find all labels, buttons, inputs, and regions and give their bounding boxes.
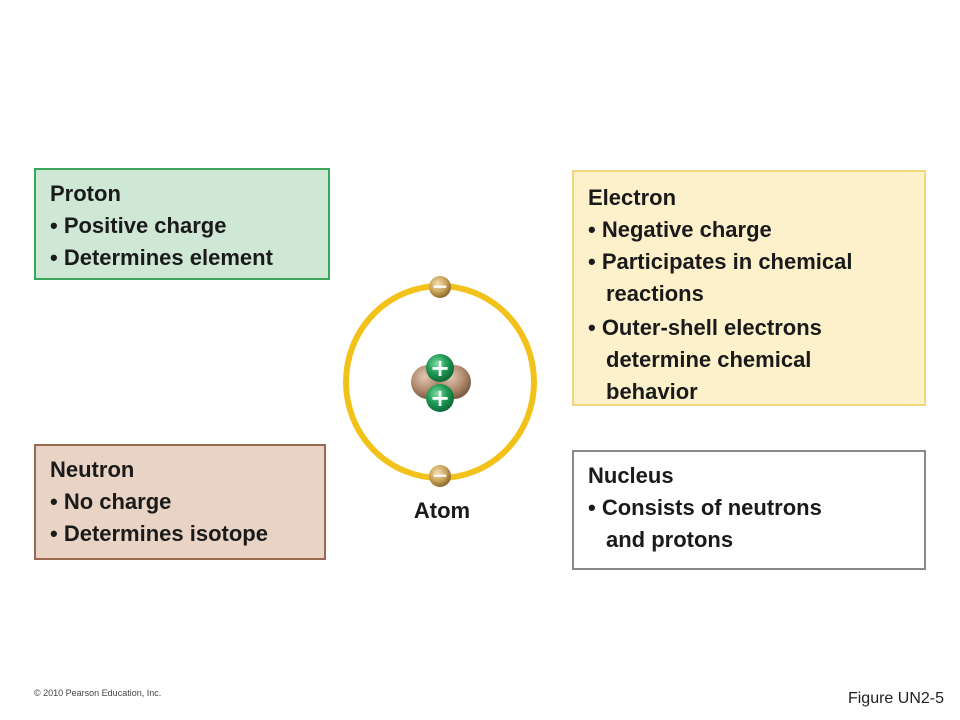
- electron-symbol-bottom: −: [432, 463, 449, 487]
- electron-symbol-top: −: [432, 274, 449, 298]
- electron-item-3-cont-2: behavior: [606, 379, 698, 404]
- electron-particle-bottom: [429, 465, 451, 487]
- neutron-box: Neutron • No charge • Determines isotope: [34, 444, 326, 560]
- copyright-notice: © 2010 Pearson Education, Inc.: [34, 688, 162, 698]
- atom-illustration: + + − −: [343, 274, 537, 487]
- atom-label: Atom: [413, 498, 471, 523]
- proton-item-1: • Positive charge: [50, 213, 227, 238]
- electron-item-2-cont: reactions: [606, 281, 704, 306]
- electron-item-1: • Negative charge: [588, 217, 772, 242]
- nucleus-box: Nucleus • Consists of neutrons and proto…: [572, 450, 926, 570]
- electron-item-3: • Outer-shell electrons: [588, 315, 822, 340]
- electron-title: Electron: [588, 185, 677, 210]
- nucleus-title: Nucleus: [588, 463, 674, 488]
- neutron-title: Neutron: [50, 457, 135, 482]
- figure-label: Figure UN2-5: [847, 690, 944, 707]
- proton-item-2: • Determines element: [50, 245, 273, 270]
- proton-box: Proton • Positive charge • Determines el…: [34, 168, 330, 280]
- proton-title: Proton: [50, 181, 121, 206]
- electron-item-3-cont-1: determine chemical: [606, 347, 812, 372]
- proton-symbol-bottom: +: [430, 384, 450, 412]
- proton-symbol-top: +: [430, 354, 450, 382]
- proton-particle-top: [426, 354, 454, 382]
- nucleus-item-1-cont: and protons: [606, 527, 734, 552]
- neutron-item-2: • Determines isotope: [50, 521, 268, 546]
- neutron-item-1: • No charge: [50, 489, 172, 514]
- proton-particle-bottom: [426, 384, 454, 412]
- electron-item-2: • Participates in chemical: [588, 249, 853, 274]
- electron-box: Electron • Negative charge • Participate…: [572, 170, 926, 406]
- nucleus-item-1: • Consists of neutrons: [588, 495, 822, 520]
- electron-particle-top: [429, 276, 451, 298]
